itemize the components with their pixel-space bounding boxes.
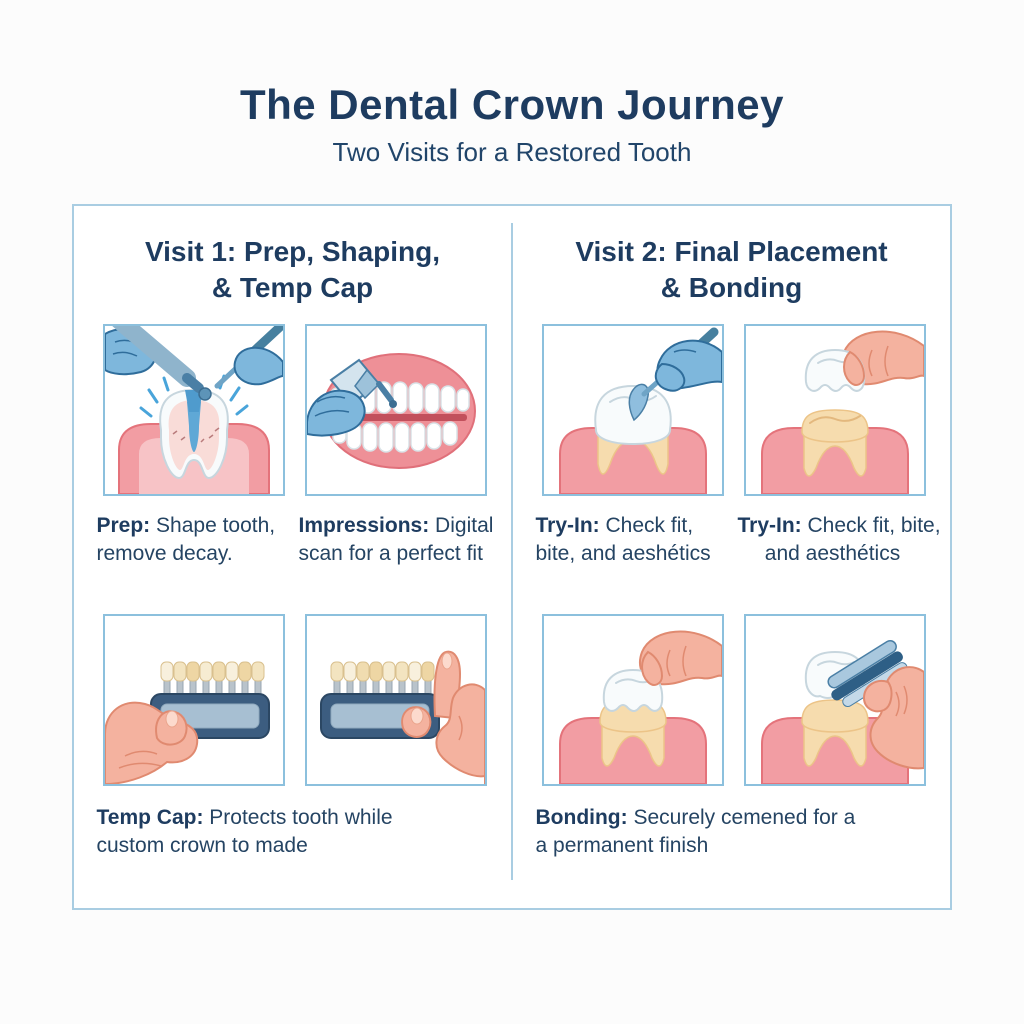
- shade-guide-hold-panel: [102, 613, 285, 786]
- shade-guide-point-panel: [304, 613, 487, 786]
- crown-seating-illustration: [558, 630, 722, 784]
- temp-cap-caption-lead: Temp Cap:: [96, 805, 204, 829]
- visit-1-heading: Visit 1: Prep, Shaping, & Temp Cap: [145, 234, 440, 306]
- bonding-caption-lead: Bonding:: [535, 805, 628, 829]
- cement-apply-illustration: [558, 327, 722, 494]
- tryin-caption-1-text: Check fit, bite, and aeshétics: [535, 513, 711, 566]
- visit-1-row1-panels: [102, 323, 487, 496]
- impression-panel: [304, 323, 487, 496]
- crown-tryin-panel: [743, 323, 926, 496]
- prep-caption-lead: Prep:: [96, 513, 151, 537]
- crown-tryin-hand-illustration: [760, 330, 924, 494]
- tryin-caption-2-text: Check fit, bite, and aesthétics: [764, 513, 941, 566]
- page-subtitle: Two Visits for a Restored Tooth: [332, 137, 692, 168]
- page-title: The Dental Crown Journey: [239, 81, 785, 128]
- shade-guide-point-illustration: [319, 650, 485, 784]
- bonding-caption: Bonding: Securely cemened for a a perman…: [536, 804, 928, 861]
- tryin-caption-2: Try-In: Check fit, bite, and aesthétics: [737, 512, 941, 578]
- visit-2-column: Visit 2: Final Placement & Bonding: [513, 206, 950, 908]
- temp-cap-caption-text: Protects tooth while custom crown to mad…: [96, 805, 393, 858]
- tooth-prep-drill-illustration: [104, 325, 283, 494]
- temp-cap-caption: Temp Cap: Protects tooth while custom cr…: [97, 804, 489, 861]
- tryin-caption-1-lead: Try-In:: [535, 513, 600, 537]
- shade-guide-hold-illustration: [104, 661, 270, 784]
- prep-caption: Prep: Shape tooth, remove decay.: [97, 512, 287, 578]
- visit-2-row1-panels: [541, 323, 926, 496]
- visit-1-column: Visit 1: Prep, Shaping, & Temp Cap: [74, 206, 511, 908]
- main-panel: Visit 1: Prep, Shaping, & Temp Cap: [72, 204, 952, 911]
- crown-seating-panel: [541, 613, 724, 786]
- visit-2-row2-panels: [541, 613, 926, 786]
- visit-2-row1-captions: Try-In: Check fit, bite, and aeshétics T…: [536, 512, 941, 578]
- tooth-prep-panel: [102, 323, 285, 496]
- mouth-scan-illustration: [306, 352, 476, 469]
- bonding-caption-text: Securely cemened for a a permanent finis…: [535, 805, 856, 858]
- impressions-caption: Impressions: Digital scan for a perfect …: [298, 512, 494, 578]
- visit-1-heading-line2: & Temp Cap: [211, 271, 374, 303]
- visit-1-row2-panels: [102, 613, 487, 786]
- visit-1-heading-line1: Visit 1: Prep, Shaping,: [144, 236, 441, 268]
- impressions-caption-text: Digital scan for a perfect fit: [298, 513, 494, 566]
- visit-2-heading: Visit 2: Final Placement & Bonding: [575, 234, 887, 306]
- visit-2-heading-line1: Visit 2: Final Placement: [575, 236, 888, 268]
- visit-2-heading-line2: & Bonding: [660, 271, 803, 303]
- tryin-caption-1: Try-In: Check fit, bite, and aeshétics: [536, 512, 726, 578]
- tryin-caption-2-lead: Try-In:: [737, 513, 802, 537]
- prep-caption-text: Shape tooth, remove decay.: [96, 513, 276, 566]
- cement-apply-panel: [541, 323, 724, 496]
- bonding-panel: [743, 613, 926, 786]
- impressions-caption-lead: Impressions:: [298, 513, 430, 537]
- bonding-tool-illustration: [760, 639, 924, 784]
- visit-1-row1-captions: Prep: Shape tooth, remove decay. Impress…: [97, 512, 494, 578]
- column-divider: [511, 223, 513, 881]
- header: The Dental Crown Journey Two Visits for …: [0, 0, 1024, 168]
